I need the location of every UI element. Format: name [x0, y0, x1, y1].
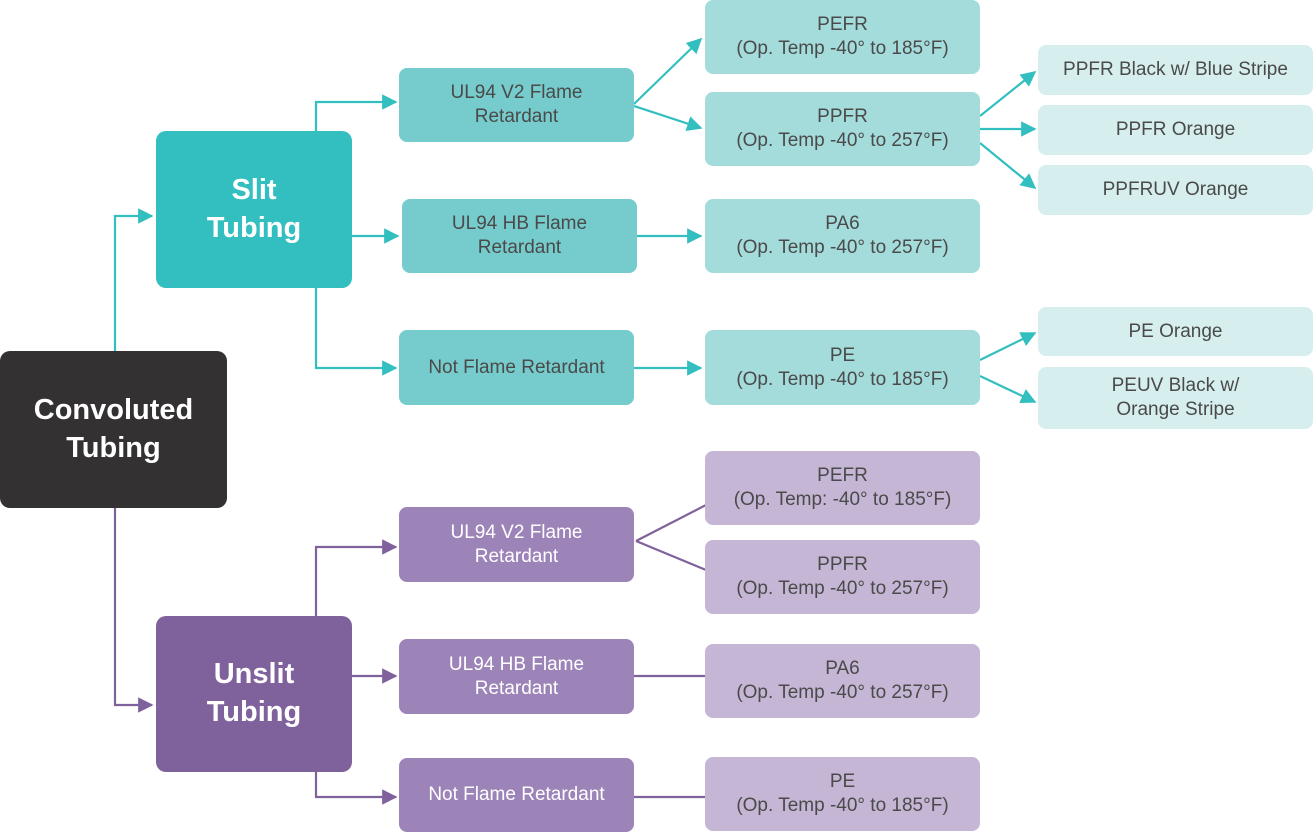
- node-label: PPFR: [817, 554, 868, 576]
- connector-unslit-v2-ppfr: [635, 539, 707, 572]
- node-label: UL94 V2 Flame: [450, 521, 583, 543]
- unslit-ppfr-node: PPFR (Op. Temp -40° to 257°F): [705, 540, 980, 614]
- convoluted-tubing-node: Convoluted Tubing: [0, 351, 227, 508]
- connector-slit-v2: [314, 94, 398, 131]
- node-label: PPFR Orange: [1115, 119, 1236, 141]
- node-label: PE: [829, 771, 856, 793]
- slit-not-flame-retardant-node: Not Flame Retardant: [399, 330, 634, 405]
- node-label: (Op. Temp -40° to 257°F): [736, 130, 949, 151]
- node-label: (Op. Temp -40° to 257°F): [736, 682, 949, 703]
- pe-orange-node: PE Orange: [1038, 307, 1313, 356]
- node-label: PA6: [825, 213, 860, 235]
- node-label: PA6: [825, 658, 860, 680]
- ppfruv-orange-node: PPFRUV Orange: [1038, 165, 1313, 215]
- ppfr-black-blue-stripe-node: PPFR Black w/ Blue Stripe: [1038, 45, 1313, 95]
- node-label: (Op. Temp -40° to 185°F): [736, 368, 949, 390]
- node-label: PEFR: [817, 465, 868, 487]
- connector-peuv: [979, 375, 1037, 404]
- node-label: (Op. Temp -40° to 185°F): [736, 38, 949, 59]
- node-label: Tubing: [206, 211, 302, 244]
- node-label: Retardant: [474, 677, 559, 699]
- node-label: (Op. Temp -40° to 257°F): [736, 237, 949, 258]
- node-label: Unslit: [213, 658, 295, 691]
- node-label: PPFR Black w/ Blue Stripe: [1063, 59, 1288, 81]
- unslit-pe-node: PE (Op. Temp -40° to 185°F): [705, 757, 980, 831]
- node-label: Tubing: [66, 431, 161, 464]
- node-label: Retardant: [474, 106, 559, 127]
- unslit-pa6-node: PA6 (Op. Temp -40° to 257°F): [705, 644, 980, 718]
- node-label: PPFRUV Orange: [1102, 179, 1249, 201]
- node-label: Tubing: [206, 696, 302, 728]
- node-label: (Op. Temp: -40° to 185°F): [733, 489, 952, 510]
- node-label: PEFR: [817, 14, 868, 36]
- connector-unslit-v2-pefr: [635, 504, 707, 542]
- connector-slit-v2-ppfr: [633, 104, 703, 131]
- connector-ppfruv-orange: [979, 142, 1037, 189]
- ppfr-orange-node: PPFR Orange: [1038, 105, 1313, 155]
- slit-pefr-node: PEFR (Op. Temp -40° to 185°F): [705, 0, 980, 74]
- peuv-black-orange-stripe-node: PEUV Black w/ Orange Stripe: [1038, 367, 1313, 429]
- unslit-tubing-node: Unslit Tubing: [156, 616, 352, 772]
- connector-slit-v2-pefr: [633, 37, 703, 105]
- slit-ul94-hb-node: UL94 HB Flame Retardant: [402, 199, 637, 273]
- node-label: (Op. Temp -40° to 257°F): [736, 578, 949, 599]
- unslit-ul94-hb-node: UL94 HB Flame Retardant: [399, 639, 634, 714]
- slit-pa6-node: PA6 (Op. Temp -40° to 257°F): [705, 199, 980, 273]
- connector-unslit-v2: [314, 539, 398, 616]
- connector-root-slit: [113, 208, 154, 351]
- node-label: (Op. Temp -40° to 185°F): [736, 795, 949, 816]
- node-label: PE Orange: [1128, 320, 1223, 342]
- slit-tubing-node: Slit Tubing: [156, 131, 352, 288]
- slit-pe-node: PE (Op. Temp -40° to 185°F): [705, 330, 980, 405]
- node-label: Retardant: [474, 545, 559, 567]
- node-label: UL94 V2 Flame: [450, 82, 583, 104]
- connector-slit-nfr: [314, 288, 398, 376]
- node-label: Retardant: [477, 237, 562, 258]
- unslit-not-flame-retardant-node: Not Flame Retardant: [399, 758, 634, 832]
- node-label: Convoluted: [33, 393, 194, 426]
- node-label: Orange Stripe: [1116, 399, 1235, 420]
- connector-root-unslit: [113, 508, 154, 713]
- unslit-pefr-node: PEFR (Op. Temp: -40° to 185°F): [705, 451, 980, 525]
- node-label: PE: [829, 344, 856, 366]
- connector-pe-orange: [979, 332, 1037, 361]
- node-label: UL94 HB Flame: [448, 653, 585, 675]
- slit-ppfr-node: PPFR (Op. Temp -40° to 257°F): [705, 92, 980, 166]
- node-label: Not Flame Retardant: [428, 356, 605, 378]
- unslit-ul94-v2-node: UL94 V2 Flame Retardant: [399, 507, 634, 582]
- node-label: Slit: [231, 173, 277, 206]
- node-label: PPFR: [817, 106, 868, 128]
- connector-ppfr-black: [979, 71, 1037, 117]
- node-label: Not Flame Retardant: [428, 784, 605, 806]
- slit-ul94-v2-node: UL94 V2 Flame Retardant: [399, 68, 634, 142]
- node-label: PEUV Black w/: [1111, 375, 1240, 397]
- connector-unslit-nfr: [314, 772, 398, 805]
- node-label: UL94 HB Flame: [451, 213, 588, 235]
